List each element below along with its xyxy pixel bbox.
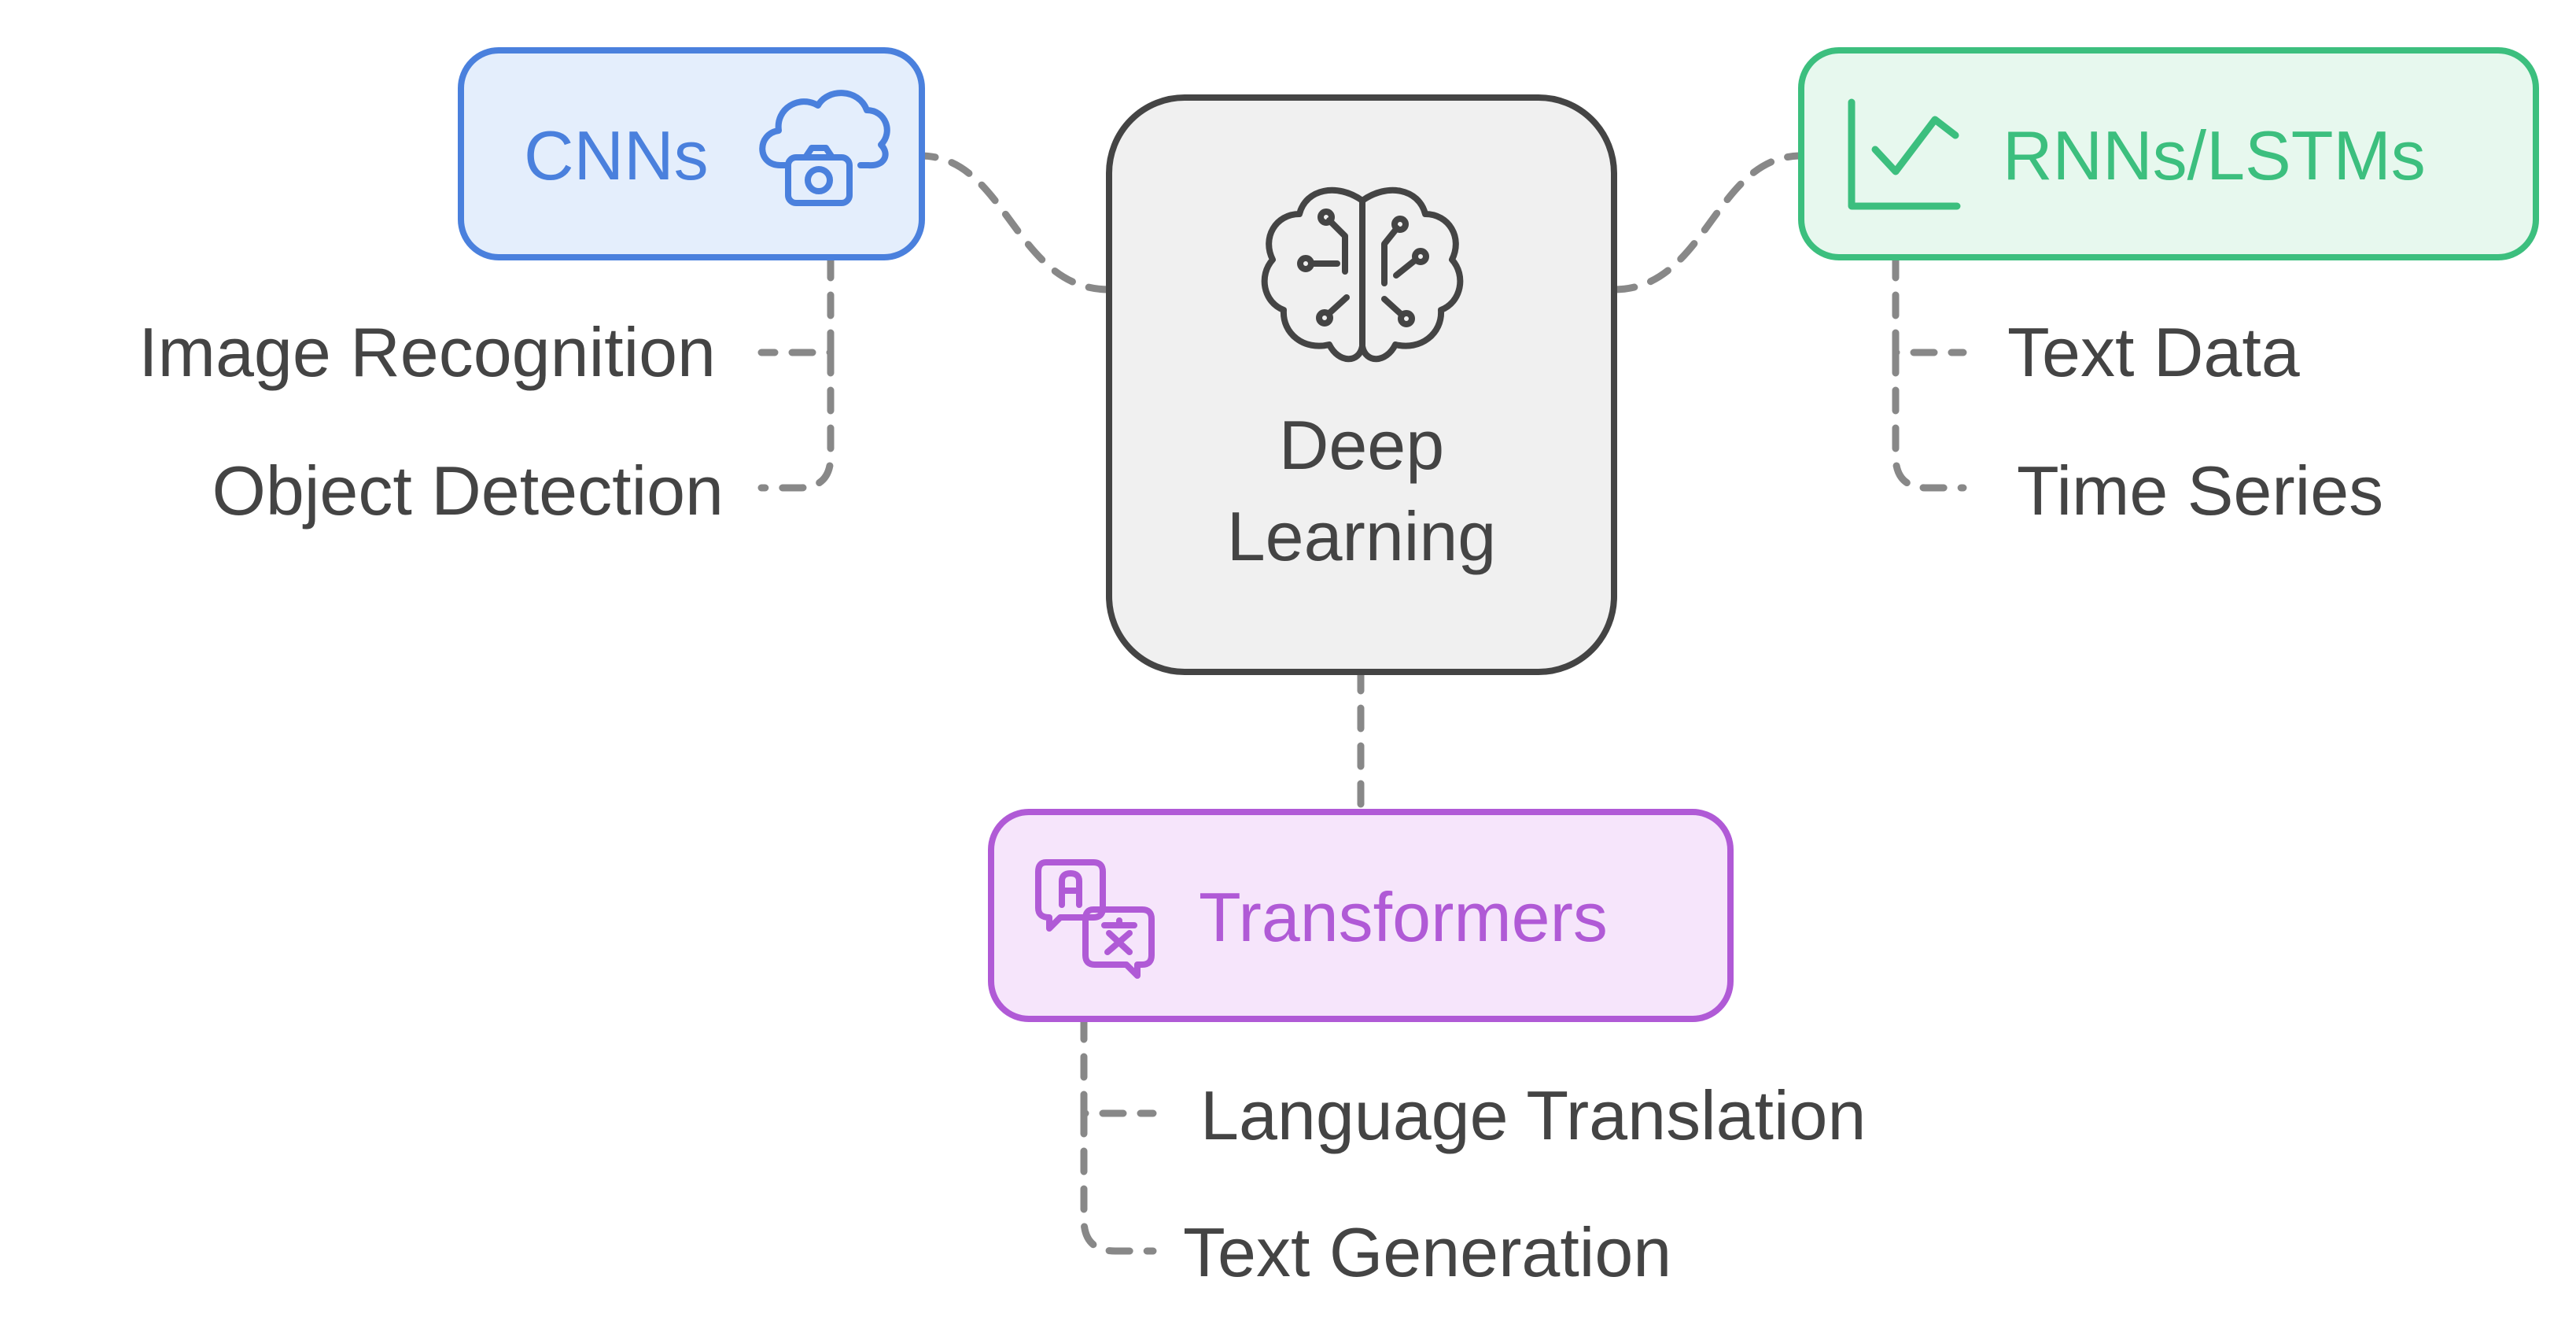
cnns-node: CNNs [458, 47, 925, 260]
center-node: Deep Learning [1106, 94, 1617, 675]
translate-icon [1035, 859, 1155, 979]
connector-center-rnns [1610, 152, 1805, 293]
connector-cnns-image-recognition [757, 253, 835, 356]
center-label-line2: Learning [1227, 497, 1497, 575]
connector-rnns-text-data [1892, 253, 1967, 356]
connectors [757, 152, 1967, 1255]
center-label-line1: Deep [1279, 406, 1444, 484]
connector-transformers-text-generation [1080, 1109, 1157, 1255]
transformers-box [988, 809, 1734, 1022]
leaf-image-recognition: Image Recognition [138, 313, 716, 391]
cloud-camera-icon [759, 90, 890, 206]
connector-transformers-language-translation [1080, 1015, 1157, 1117]
connector-center-cnns [916, 152, 1113, 293]
leaf-language-translation: Language Translation [1200, 1076, 1866, 1154]
rnns-box [1798, 47, 2539, 260]
line-chart-icon [1848, 98, 1961, 210]
center-box [1106, 94, 1617, 675]
rnns-node: RNNs/LSTMs [1798, 47, 2539, 260]
transformers-node: Transformers [988, 809, 1734, 1022]
transformers-title: Transformers [1199, 878, 1608, 956]
leaf-time-series: Time Series [2017, 452, 2383, 530]
brain-icon [1261, 186, 1464, 363]
rnns-title: RNNs/LSTMs [2003, 116, 2426, 194]
cnns-title: CNNs [524, 116, 709, 194]
leaf-object-detection: Object Detection [212, 452, 724, 530]
connector-cnns-object-detection [757, 349, 835, 492]
leaf-text-data: Text Data [2007, 313, 2300, 391]
leaf-text-generation: Text Generation [1183, 1213, 1671, 1291]
connector-rnns-time-series [1892, 349, 1967, 492]
